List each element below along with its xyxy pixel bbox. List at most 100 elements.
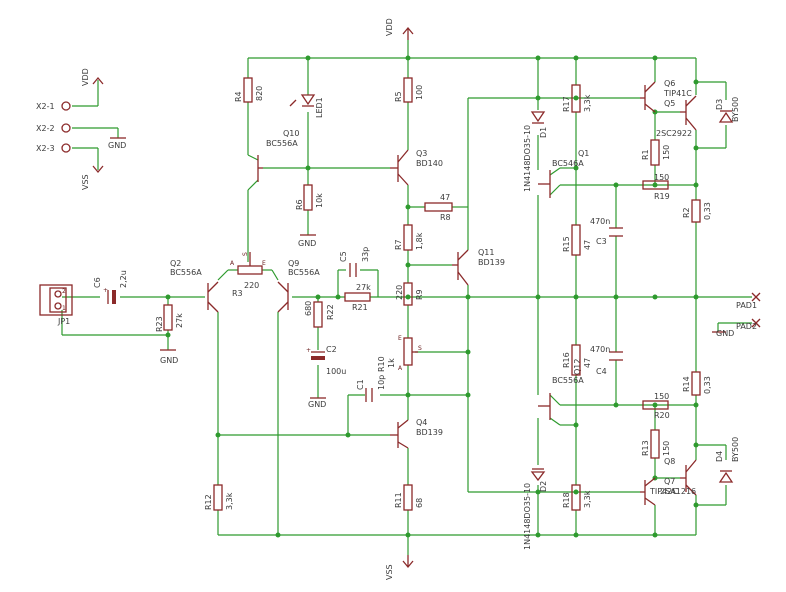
svg-text:VDD: VDD	[385, 18, 394, 36]
svg-text:0,33: 0,33	[703, 202, 712, 220]
svg-text:Q6: Q6	[664, 79, 675, 88]
svg-text:C5: C5	[339, 251, 348, 262]
svg-text:Q10: Q10	[283, 129, 299, 138]
svg-text:R17: R17	[562, 96, 571, 112]
svg-text:150: 150	[654, 173, 669, 182]
svg-text:47: 47	[583, 240, 592, 250]
svg-text:100u: 100u	[326, 367, 346, 376]
r5-resistor: R5 100	[394, 77, 424, 103]
wires	[61, 40, 752, 555]
d3-diode: D3 BY500	[715, 97, 740, 123]
svg-text:27k: 27k	[175, 313, 184, 328]
svg-text:A: A	[398, 365, 403, 372]
svg-text:R15: R15	[562, 236, 571, 252]
svg-text:R7: R7	[394, 239, 403, 250]
svg-text:R4: R4	[234, 91, 243, 102]
svg-text:BC556A: BC556A	[288, 268, 320, 277]
q1-transistor: Q1 BC546A	[538, 149, 589, 198]
svg-text:E: E	[262, 260, 266, 267]
svg-text:150: 150	[662, 145, 671, 160]
led1-diode: LED1	[289, 94, 324, 118]
input-jack-jp1: 2 1 JP1	[39, 284, 73, 326]
svg-text:470n: 470n	[590, 345, 610, 354]
svg-text:GND: GND	[160, 356, 178, 365]
svg-text:D1: D1	[539, 127, 548, 138]
svg-text:LED1: LED1	[315, 97, 324, 118]
svg-text:R10: R10	[377, 356, 386, 372]
r10-trimmer: A E S R10 1k	[377, 335, 422, 372]
r22-resistor: 680 R22	[304, 301, 335, 328]
svg-text:1k: 1k	[387, 358, 396, 368]
q4-transistor: Q4 BD139	[390, 418, 443, 449]
x2-vdd-label: VDD	[81, 68, 90, 86]
svg-text:D4: D4	[715, 451, 724, 462]
svg-text:47: 47	[440, 193, 450, 202]
q9-transistor: Q9 BC556A	[277, 259, 320, 313]
r3-trimmer: A E S 220 R3	[230, 252, 266, 298]
svg-text:47: 47	[583, 358, 592, 368]
svg-text:1N4148DO35-10: 1N4148DO35-10	[523, 483, 532, 550]
r4-resistor: R4 820	[234, 77, 264, 103]
q12-transistor: Q12 BC556A	[538, 359, 584, 420]
svg-text:R21: R21	[352, 303, 368, 312]
r18-resistor: R18 3,3k	[562, 484, 592, 511]
svg-text:R3: R3	[232, 289, 243, 298]
vdd-supply-symbol: VDD	[385, 18, 414, 40]
r16-resistor: R16 47	[562, 344, 592, 376]
svg-text:1N4148DO35-10: 1N4148DO35-10	[523, 125, 532, 192]
svg-text:Q9: Q9	[288, 259, 299, 268]
svg-text:BC556A: BC556A	[170, 268, 202, 277]
r1-resistor: R1 150	[641, 139, 671, 166]
svg-text:A: A	[230, 260, 235, 267]
svg-text:D2: D2	[539, 481, 548, 492]
x2-pin3-label: X2-3	[36, 144, 55, 153]
svg-text:Q8: Q8	[664, 457, 675, 466]
svg-text:Q1: Q1	[578, 149, 589, 158]
svg-text:BY500: BY500	[731, 97, 740, 122]
svg-text:1,8k: 1,8k	[415, 232, 424, 250]
q10-transistor: Q10 BC556A	[257, 129, 299, 182]
svg-text:Q4: Q4	[416, 418, 427, 427]
r19-resistor: 150 R19	[642, 173, 670, 201]
svg-text:C6: C6	[93, 277, 102, 288]
svg-text:R8: R8	[440, 213, 451, 222]
svg-text:Q5: Q5	[664, 99, 675, 108]
x2-gnd-label: GND	[108, 141, 126, 150]
svg-text:GND: GND	[308, 400, 326, 409]
svg-text:2SC2922: 2SC2922	[656, 129, 692, 138]
svg-text:Q7: Q7	[664, 477, 675, 486]
svg-text:Q11: Q11	[478, 248, 494, 257]
r15-resistor: R15 47	[562, 224, 592, 256]
svg-text:150: 150	[662, 441, 671, 456]
svg-text:3,3k: 3,3k	[583, 490, 592, 508]
c5-capacitor: C5 33p	[339, 247, 370, 277]
svg-text:2SA1216: 2SA1216	[660, 487, 696, 496]
r11-resistor: R11 68	[394, 484, 424, 511]
svg-text:470n: 470n	[590, 217, 610, 226]
svg-text:R14: R14	[682, 376, 691, 392]
vss-supply-symbol: VSS	[385, 555, 414, 580]
r23-resistor: R23 27k GND	[155, 304, 184, 365]
q8-transistor: Q8 2SA1216	[660, 457, 697, 496]
svg-text:R2: R2	[682, 207, 691, 218]
r12-resistor: R12 3,3k	[204, 484, 234, 511]
r17-resistor: R17 3,3k	[562, 84, 592, 113]
svg-text:27k: 27k	[356, 283, 371, 292]
q6-transistor: Q6 TIP41C	[640, 79, 692, 113]
d1-diode: D1 1N4148DO35-10	[523, 111, 548, 192]
svg-text:C1: C1	[356, 379, 365, 390]
svg-text:BC556A: BC556A	[266, 139, 298, 148]
svg-text:R13: R13	[641, 440, 650, 456]
svg-text:3,3k: 3,3k	[225, 492, 234, 510]
svg-text:2,2u: 2,2u	[119, 270, 128, 288]
svg-text:TIP41C: TIP41C	[663, 89, 692, 98]
q3-transistor: Q3 BD140	[390, 149, 443, 186]
svg-text:0,33: 0,33	[703, 376, 712, 394]
d2-diode: D2 1N4148DO35-10	[523, 468, 548, 550]
svg-text:S: S	[418, 345, 422, 352]
r7-resistor: R7 1,8k	[394, 224, 424, 251]
svg-text:+: +	[103, 287, 108, 294]
svg-text:220: 220	[395, 285, 404, 300]
svg-text:R18: R18	[562, 492, 571, 508]
q2-transistor: Q2 BC556A	[170, 259, 219, 313]
